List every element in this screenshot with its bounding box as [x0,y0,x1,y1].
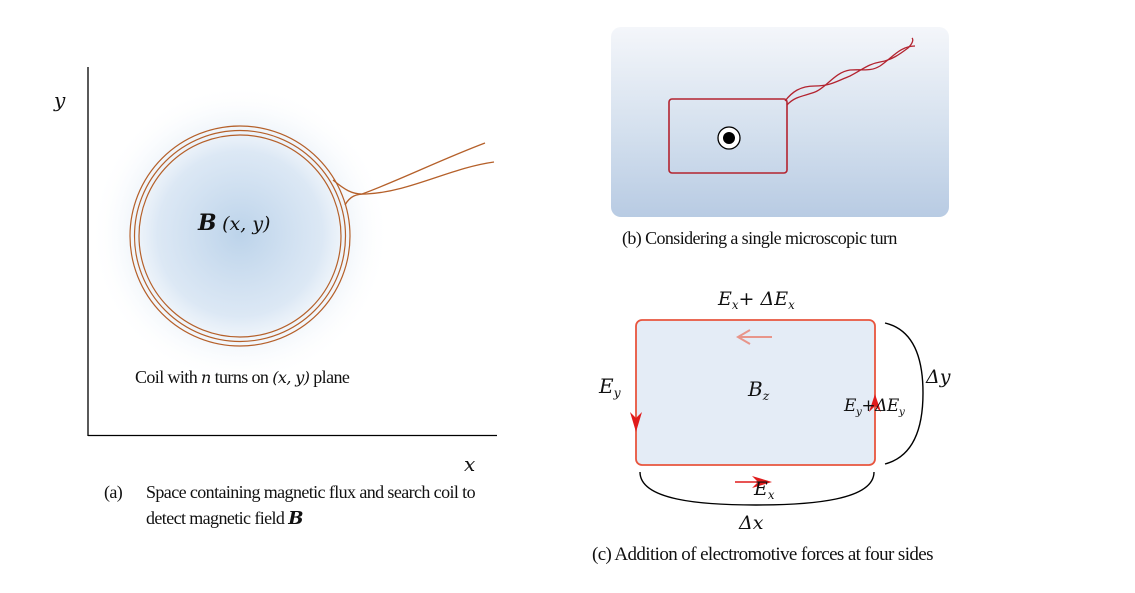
field-args: (x, y) [222,213,271,235]
arrow-right-up [869,394,881,412]
dy-bracket [884,322,924,465]
coil-caption-xy: (x, y) [272,368,310,387]
arrow-left-down [630,412,642,432]
search-coil [129,125,351,347]
field-label: B (x, y) [198,210,270,236]
label-b: B [748,377,763,401]
coil-caption: Coil with n turns on (x, y) plane [135,367,350,388]
label-delta-x: Δx [739,512,764,534]
label-bottom-emf: Ex [754,478,775,502]
label-delta: +ΔE [861,396,899,416]
arrow-bottom-right [735,476,772,488]
coil-caption-text: plane [309,367,350,387]
label-sub: z [762,388,770,403]
caption-a-tag: (a) [104,482,123,502]
label-center-field: Bz [748,377,769,403]
label-sub: y [855,406,862,418]
caption-b: (b) Considering a single microscopic tur… [622,228,897,248]
coil-caption-n: n [201,368,211,387]
dx-bracket [639,471,875,506]
field-symbol: B [198,210,217,236]
coil-turn [133,129,347,343]
label-top-emf: Ex+ ΔEx [718,288,795,312]
caption-c: (c) Addition of electromotive forces at … [592,544,934,565]
caption-a-line1: Space containing magnetic flux and searc… [146,482,476,502]
coil-leads [332,142,495,206]
x-axis-label: x [464,452,476,476]
twisted-leads [784,37,916,106]
coil-caption-text: turns on [210,367,273,387]
panel-b-background [611,27,949,217]
arrow-top-left [736,329,772,345]
coil-turn [138,134,342,338]
label-sub: y [613,385,621,400]
caption-a-line2-text: detect magnetic field [146,508,289,528]
emf-loop [635,319,876,466]
label-e: E [599,374,614,398]
coil-turn [129,125,351,347]
label-sub: y [898,406,905,418]
label-sub: x [767,488,775,502]
label-e: E [754,478,768,500]
magnetic-field-glow [90,84,390,384]
label-e: E [844,396,856,416]
coil-caption-text: Coil with [135,367,202,387]
label-left-emf: Ey [599,374,621,400]
label-sub: x [731,298,739,312]
single-turn-loop [668,98,788,174]
label-sub: x [788,298,795,312]
y-axis-label: y [54,88,66,112]
label-e: E [718,288,732,310]
field-out-of-page-icon [717,126,741,150]
caption-a-field-symbol: B [288,508,303,529]
caption-a-line2: detect magnetic field B [146,508,303,529]
label-right-emf: Ey+ΔEy [844,396,905,418]
label-delta-y: Δy [926,366,951,388]
label-delta: + ΔE [738,288,789,310]
